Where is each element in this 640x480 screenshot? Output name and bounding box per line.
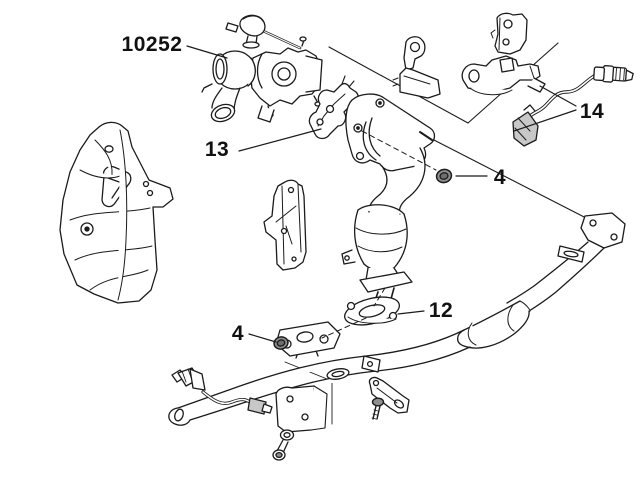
- heat-shield: [59, 121, 174, 304]
- bracket-support: [461, 55, 546, 96]
- alignment-lines: [321, 130, 437, 339]
- bolt-stay: [371, 397, 385, 420]
- bracket-plate: [490, 12, 528, 55]
- callout-label-10252: 10252: [121, 33, 183, 56]
- callout-label-13: 13: [204, 138, 230, 161]
- heat-shield-small: [263, 179, 307, 271]
- callout-label-4-upper: 4: [493, 166, 507, 189]
- leader-lines: [186, 45, 577, 343]
- oxygen-sensor-lower: [171, 367, 273, 415]
- bracket-upper-left: [392, 36, 441, 99]
- bolt-washer-lower: [272, 429, 295, 461]
- callout-label-12: 12: [428, 299, 454, 322]
- catalytic-converter: [341, 93, 436, 308]
- gasket-12: [344, 296, 400, 326]
- oxygen-sensor-upper: [512, 65, 634, 147]
- bracket-lower: [275, 385, 328, 433]
- nut-4-lower: [273, 336, 289, 350]
- nut-4-upper: [435, 168, 453, 184]
- turbocharger: [201, 14, 323, 123]
- callout-label-4-lower: 4: [231, 322, 245, 345]
- gasket-13: [308, 75, 359, 140]
- bracket-stay: [368, 376, 410, 414]
- callout-label-14: 14: [579, 100, 605, 123]
